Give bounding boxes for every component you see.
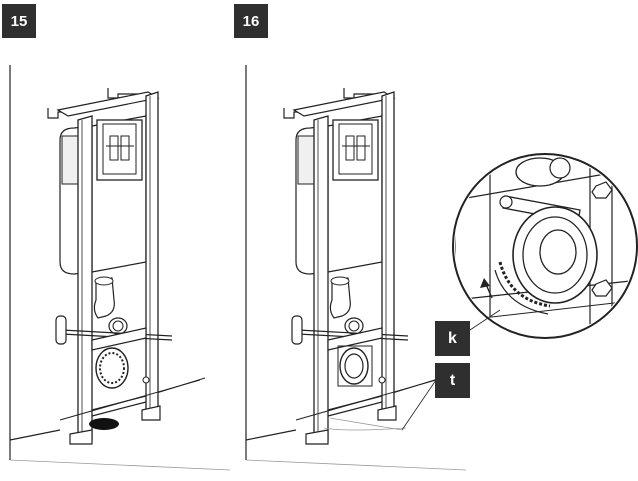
callout-label-t: t bbox=[435, 363, 470, 398]
leader-line-t bbox=[401, 379, 437, 431]
floor-hole bbox=[89, 418, 119, 430]
leader-line-k bbox=[469, 309, 501, 331]
step-number-badge: 15 bbox=[2, 4, 36, 38]
step-number-badge: 16 bbox=[234, 4, 268, 38]
callout-label-k: k bbox=[435, 321, 470, 356]
panel-step-15 bbox=[9, 64, 231, 471]
panel-step-16 bbox=[245, 64, 467, 471]
detail-magnifier bbox=[452, 153, 638, 339]
waste-outlet-plain bbox=[337, 345, 373, 387]
waste-outlet-ring bbox=[95, 347, 129, 389]
